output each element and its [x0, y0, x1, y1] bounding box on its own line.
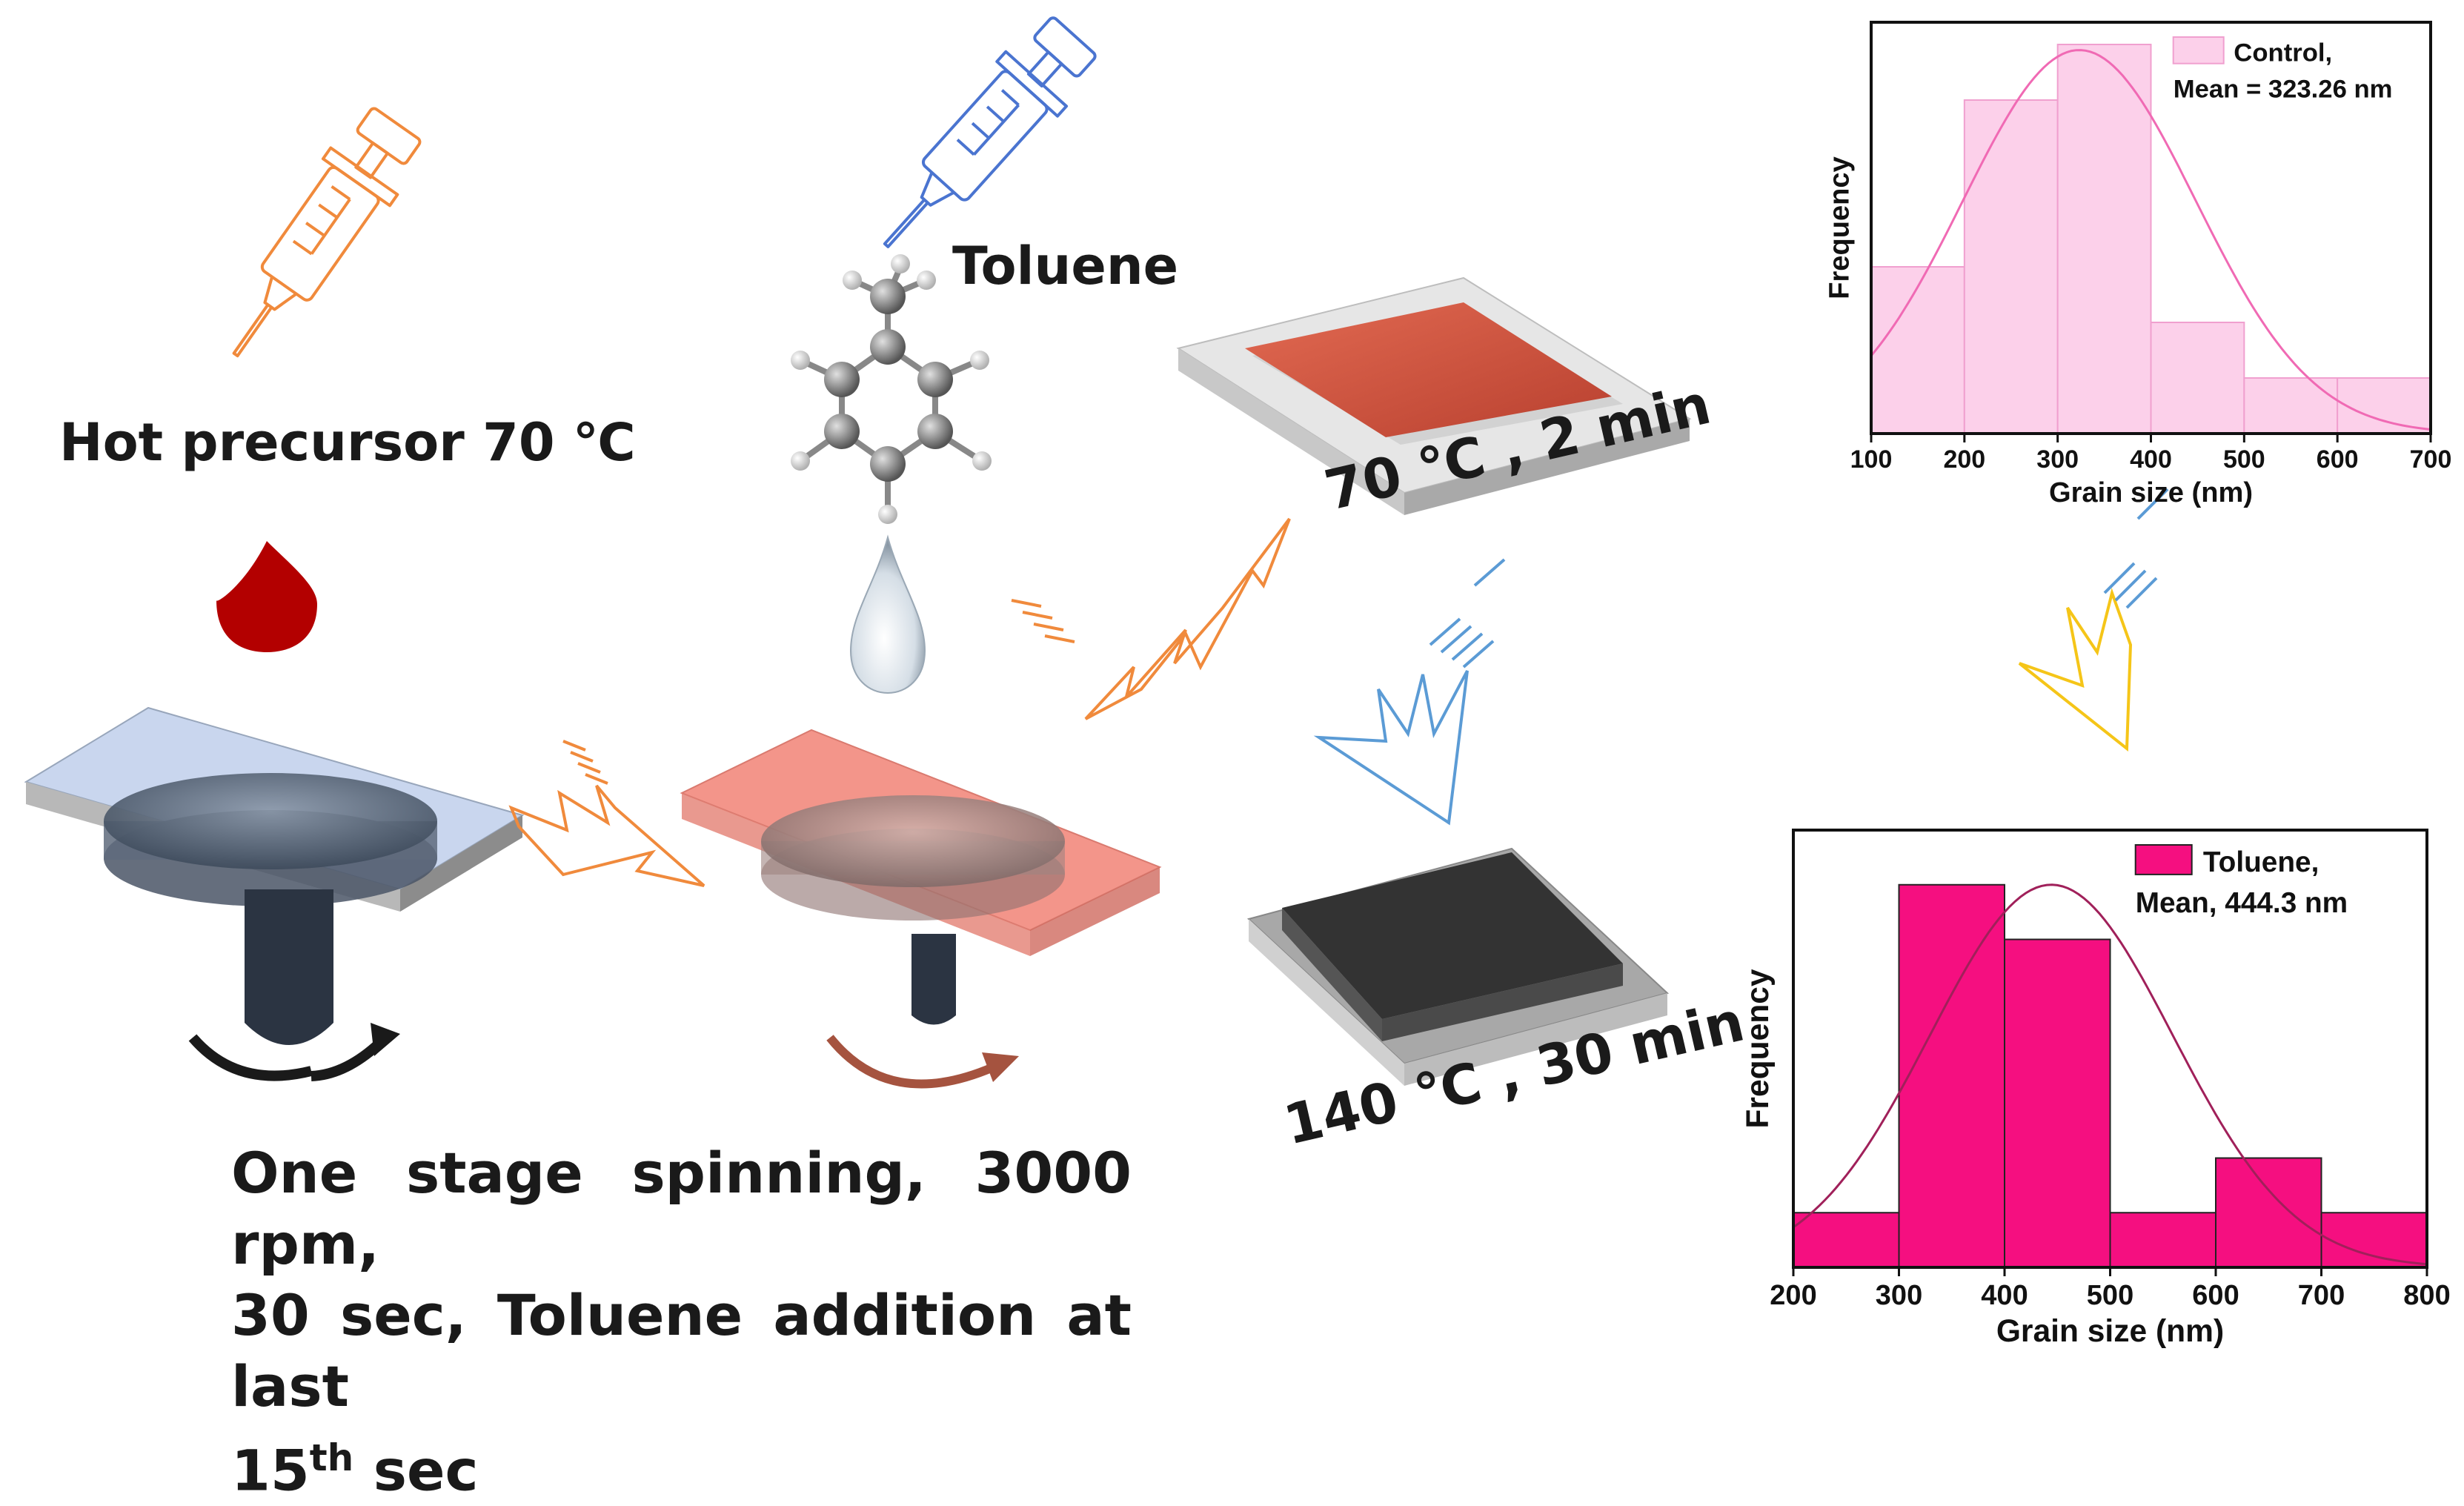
legend-label: Toluene, — [2203, 846, 2319, 878]
x-tick-label: 300 — [2036, 445, 2079, 474]
x-tick-label: 600 — [2317, 445, 2359, 474]
histogram-bar — [1793, 1212, 1900, 1268]
legend-label: Control, — [2234, 39, 2332, 67]
x-tick-label: 700 — [2410, 445, 2452, 474]
histogram-bar — [2320, 1212, 2428, 1268]
x-tick-label: 700 — [2298, 1280, 2345, 1311]
process-line-1: One stage spinning, 3000 rpm, — [231, 1140, 1132, 1277]
histogram-bar — [2337, 377, 2432, 434]
process-diagram — [24, 16, 2169, 1089]
process-description: One stage spinning, 3000 rpm, 30 sec, To… — [231, 1138, 1132, 1506]
x-axis-label: Grain size (nm) — [1996, 1313, 2224, 1349]
process-line-2: 30 sec, Toluene addition at last — [231, 1282, 1132, 1419]
spin-coater-precursor — [24, 706, 525, 1081]
legend-mean-label: Mean = 323.26 nm — [2174, 76, 2393, 104]
toluene-label: Toluene — [952, 236, 1179, 296]
arrow-anneal1-to-anneal2 — [1313, 558, 1506, 826]
x-tick-label: 300 — [1876, 1280, 1922, 1311]
x-tick-label: 600 — [2192, 1280, 2239, 1311]
process-line-3-sup: th — [309, 1436, 354, 1479]
x-tick-label: 400 — [2130, 445, 2172, 474]
histogram-bar — [2109, 1212, 2216, 1268]
legend-mean-label: Mean, 444.3 nm — [2136, 887, 2348, 919]
arrow-coater1-to-coater2 — [508, 740, 705, 887]
gaussian-fit-curve — [1870, 49, 2431, 431]
precursor-syringe-icon — [232, 107, 422, 358]
x-tick-label: 200 — [1943, 445, 1985, 474]
x-tick-label: 100 — [1850, 445, 1893, 474]
legend-swatch — [2172, 36, 2225, 64]
x-axis-label: Grain size (nm) — [2049, 477, 2253, 508]
x-tick-label: 500 — [2223, 445, 2265, 474]
diagram-stage: Hot precursor 70 ℃ Toluene 70 ℃ , 2 min … — [24, 16, 2452, 1503]
histogram-bar — [1898, 883, 2005, 1268]
histogram-bar — [1963, 99, 2059, 434]
spin-coater-toluene — [680, 729, 1162, 1089]
x-tick-label: 200 — [1770, 1280, 1816, 1311]
toluene-syringe-icon — [883, 16, 1097, 248]
histogram-bar — [2243, 377, 2339, 434]
hot-precursor-label: Hot precursor 70 ℃ — [59, 412, 636, 473]
precursor-drop-icon — [216, 541, 317, 652]
histogram-bar — [2004, 938, 2111, 1268]
gaussian-fit-curve — [1793, 883, 2428, 1266]
substrate-anneal-70c — [1176, 276, 1692, 515]
process-line-3-main: 15 — [231, 1437, 310, 1504]
histogram-bar — [1870, 266, 1965, 434]
x-tick-label: 500 — [2087, 1280, 2133, 1311]
process-line-3-end: sec — [353, 1437, 479, 1504]
x-tick-label: 400 — [1981, 1280, 2028, 1311]
toluene-drop-icon — [849, 534, 926, 694]
y-axis-label: Frequency — [1740, 969, 1776, 1129]
arrow-coater2-to-anneal1 — [1011, 517, 1291, 720]
x-tick-label: 800 — [2403, 1280, 2450, 1311]
y-axis-label: Frequency — [1824, 156, 1855, 299]
legend-swatch — [2134, 844, 2193, 875]
process-line-3: 15th sec — [231, 1422, 1132, 1506]
arrow-control-to-toluene-hist — [2018, 488, 2169, 752]
histogram-bar — [2215, 1157, 2322, 1268]
histogram-bar — [2150, 322, 2245, 434]
substrate-anneal-140c — [1246, 847, 1670, 1086]
histogram-bar — [2056, 44, 2152, 434]
